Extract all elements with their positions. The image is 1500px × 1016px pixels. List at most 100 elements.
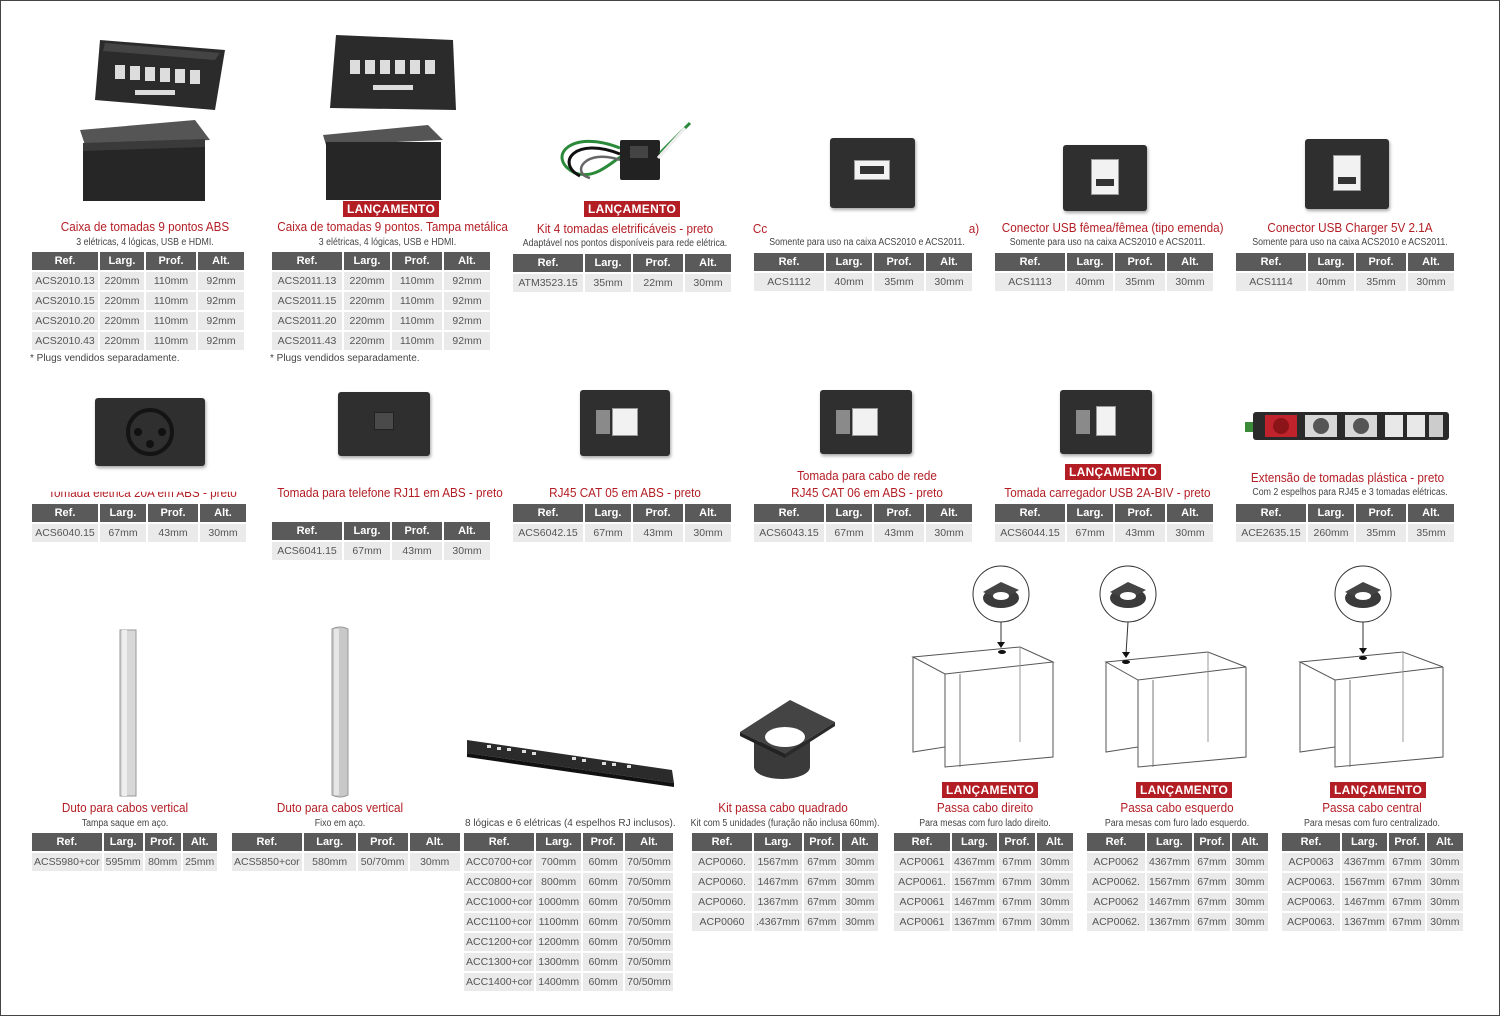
- acs2011-note: * Plugs vendidos separadamente.: [270, 353, 420, 364]
- spec-cell: 70/50mm: [625, 933, 673, 951]
- spec-cell: 1367mm: [754, 893, 802, 911]
- spec-cell: 92mm: [198, 292, 244, 310]
- acs1113-title: Conector USB fêmea/fêmea (tipo emenda): [1001, 220, 1224, 235]
- spec-cell: ACC0700+cor: [464, 853, 535, 871]
- spec-cell: 25mm: [182, 853, 217, 871]
- spec-cell: 60mm: [583, 913, 624, 931]
- spec-header-cell: Larg.: [344, 522, 390, 540]
- spec-cell: 220mm: [100, 272, 144, 290]
- spec-header-cell: Larg.: [1308, 253, 1354, 271]
- spec-header-cell: Prof.: [1388, 833, 1425, 851]
- spec-cell: 35mm: [585, 274, 631, 292]
- spec-cell: 1100mm: [536, 913, 582, 931]
- spec-cell: 220mm: [100, 292, 144, 310]
- spec-header-cell: Alt.: [444, 252, 490, 270]
- spec-cell: 92mm: [444, 272, 490, 290]
- acp0063-launch-badge: LANÇAMENTO: [1330, 782, 1427, 798]
- spec-header-cell: Larg.: [1147, 833, 1192, 851]
- spec-cell: 1367mm: [1147, 913, 1192, 931]
- spec-cell: 67mm: [826, 524, 872, 542]
- spec-header-cell: Ref.: [754, 253, 824, 271]
- spec-cell: ACP0061: [894, 853, 950, 871]
- rj11-outlet-image: [338, 392, 430, 456]
- acp0061-subtitle: Para mesas com furo lado direito.: [919, 818, 1051, 829]
- acs1112-title-left: Cc: [752, 221, 768, 236]
- spec-cell: 30mm: [200, 524, 246, 542]
- spec-header-cell: Prof.: [1356, 253, 1406, 271]
- spec-cell: 67mm: [1388, 853, 1425, 871]
- spec-cell: ACC1400+cor: [464, 973, 535, 991]
- spec-header-cell: Prof.: [1115, 504, 1165, 522]
- acp0061-launch-badge: LANÇAMENTO: [942, 782, 1039, 798]
- atm3523-launch-badge: LANÇAMENTO: [584, 201, 681, 217]
- spec-cell: 30mm: [685, 524, 731, 542]
- spec-cell: ACS1112: [754, 273, 824, 291]
- spec-cell: 30mm: [1167, 524, 1213, 542]
- spec-cell: 30mm: [1426, 913, 1463, 931]
- spec-header-row: Ref.Larg.Prof.Alt.: [464, 833, 673, 851]
- spec-cell: 220mm: [344, 312, 390, 330]
- usb-charger-outlet-image: [1060, 390, 1152, 454]
- spec-cell: 35mm: [1115, 273, 1165, 291]
- spec-cell: 67mm: [585, 524, 631, 542]
- acs1114-title: Conector USB Charger 5V 2.1A: [1267, 220, 1433, 235]
- acs2010-subtitle: 3 elétricas, 4 lógicas, USB e HDMI.: [76, 237, 214, 248]
- spec-cell: 80mm: [144, 853, 181, 871]
- spec-header-cell: Alt.: [841, 833, 878, 851]
- spec-cell: ACC1100+cor: [464, 913, 535, 931]
- spec-cell: ACS6044.15: [995, 524, 1065, 542]
- spec-cell: 1200mm: [536, 933, 582, 951]
- spec-cell: 67mm: [803, 913, 840, 931]
- spec-header-cell: Prof.: [1193, 833, 1230, 851]
- spec-cell: 260mm: [1308, 524, 1354, 542]
- spec-cell: 43mm: [1115, 524, 1165, 542]
- spec-header-cell: Alt.: [926, 504, 972, 522]
- spec-cell: 92mm: [198, 312, 244, 330]
- spec-cell: 1300mm: [536, 953, 582, 971]
- spec-cell: 30mm: [1036, 853, 1073, 871]
- spec-cell: ACS2011.20: [272, 312, 342, 330]
- acs2010-title: Caixa de tomadas 9 pontos ABS: [60, 219, 230, 234]
- spec-cell: 60mm: [583, 973, 624, 991]
- atm3523-title: Kit 4 tomadas eletrificáveis - preto: [536, 221, 714, 236]
- spec-cell: 67mm: [1067, 524, 1113, 542]
- spec-cell: ACS6040.15: [32, 524, 98, 542]
- spec-cell: 800mm: [536, 873, 582, 891]
- spec-header-cell: Prof.: [874, 504, 924, 522]
- acp0061-title: Passa cabo direito: [936, 800, 1034, 815]
- spec-cell: 30mm: [841, 873, 878, 891]
- spec-header-cell: Larg.: [754, 833, 802, 851]
- spec-cell: ACS2011.13: [272, 272, 342, 290]
- acp0060-title: Kit passa cabo quadrado: [718, 800, 848, 815]
- spec-cell: 67mm: [1388, 893, 1425, 911]
- spec-cell: ACP0061: [894, 893, 950, 911]
- spec-header-cell: Prof.: [874, 253, 924, 271]
- spec-cell: 30mm: [1036, 913, 1073, 931]
- spec-header-cell: Larg.: [100, 252, 144, 270]
- spec-cell: 1567mm: [952, 873, 997, 891]
- spec-cell: ACS5850+cor: [232, 853, 302, 871]
- spec-cell: 35mm: [874, 273, 924, 291]
- spec-cell: 43mm: [148, 524, 198, 542]
- spec-header-row: Ref.Larg.Prof.Alt.: [272, 252, 490, 270]
- spec-cell: ACP0060.: [692, 873, 752, 891]
- spec-header-cell: Prof.: [146, 252, 196, 270]
